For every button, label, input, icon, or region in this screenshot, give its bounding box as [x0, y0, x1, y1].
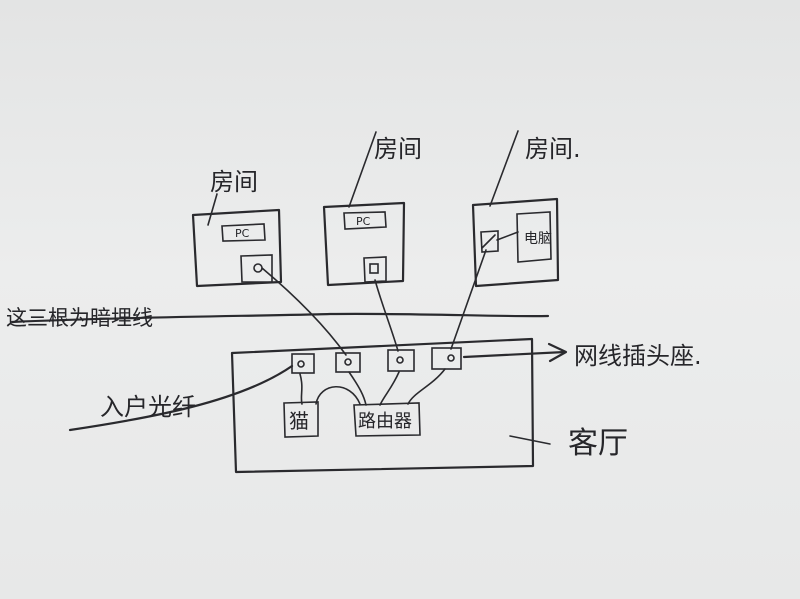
- modem-label: 猫: [289, 409, 309, 433]
- room-3-computer-label: 电脑: [524, 231, 552, 247]
- room-1-pc-label: PC: [235, 227, 250, 240]
- room-3-computer-box: [516, 211, 552, 263]
- room-2: PC 房间: [322, 131, 422, 287]
- fiber-label: 入户光纤: [100, 393, 196, 421]
- room-1-pc-box: [221, 223, 266, 242]
- room-2-network-port: [363, 256, 387, 283]
- room-1: PC 房间: [191, 168, 283, 288]
- socket-label: 网线插头座.: [574, 342, 702, 370]
- router-label: 路由器: [358, 411, 412, 432]
- router-box: [353, 402, 421, 437]
- socket-arrow: [462, 350, 567, 359]
- room-1-label: 房间: [210, 168, 258, 196]
- fiber-line: [68, 364, 294, 432]
- room-3-network-port: [480, 230, 499, 253]
- room-2-pc-label: PC: [356, 215, 371, 228]
- cable-pointer-line: [10, 312, 550, 324]
- cable-label: 这三根为暗埋线: [6, 306, 153, 330]
- room-2-pc-box: [343, 211, 387, 230]
- living-room-label: 客厅: [568, 426, 628, 461]
- room-3: 电脑 房间.: [471, 130, 581, 288]
- modem-box: [283, 401, 319, 438]
- wall-socket: [335, 352, 361, 373]
- room-3-label: 房间.: [525, 135, 581, 163]
- concealed-cables: [261, 249, 487, 356]
- room-2-label: 房间: [374, 135, 422, 163]
- room-1-network-port: [240, 254, 273, 283]
- living-room: 客厅 猫 路由器: [230, 337, 628, 474]
- wall-socket: [431, 347, 462, 370]
- wall-socket: [291, 353, 315, 374]
- wall-socket: [387, 349, 415, 372]
